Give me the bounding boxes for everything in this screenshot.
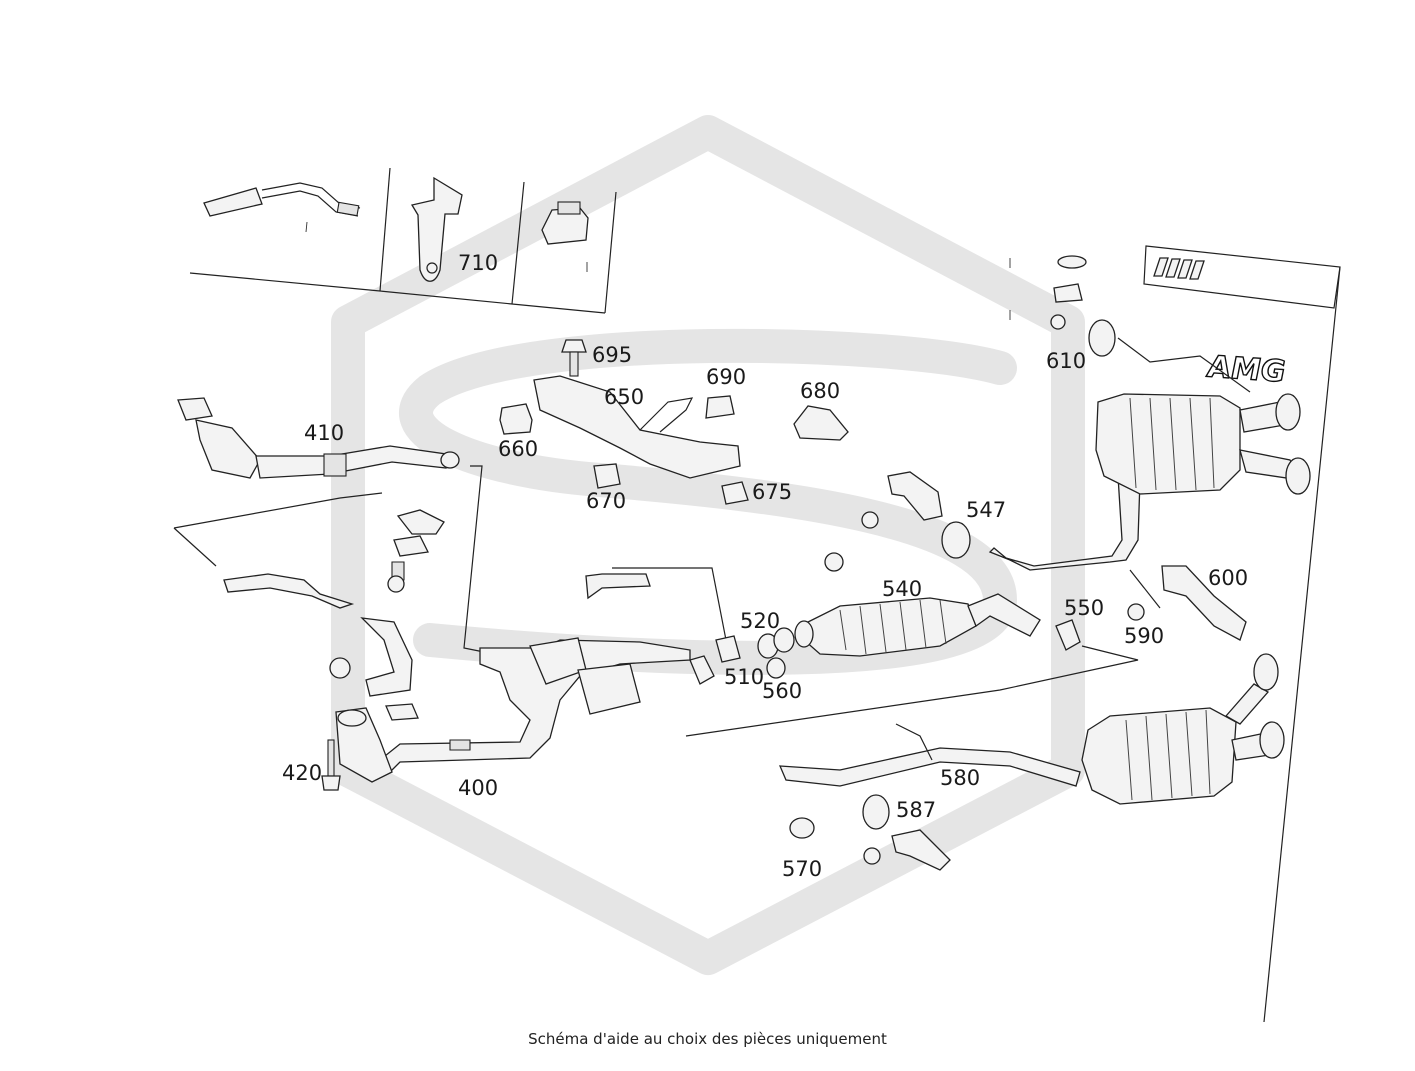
rear-silencer-lower: [1081, 653, 1285, 805]
part-label-587: 587: [896, 798, 936, 822]
part-label-680: 680: [800, 379, 840, 403]
part-label-600: 600: [1208, 566, 1248, 590]
y-pipe-with-catalysts: [321, 637, 715, 791]
heat-shield-bracket: [410, 176, 463, 282]
part-label-510: 510: [724, 665, 764, 689]
part-label-695: 695: [592, 343, 632, 367]
diagram-caption: Schéma d'aide au choix des pièces unique…: [528, 1030, 887, 1048]
part-label-650: 650: [604, 385, 644, 409]
part-label-580: 580: [940, 766, 980, 790]
top-inset-panels: [189, 167, 617, 314]
part-labels: 710 695 650 690 680 410 660 670 675 610 …: [282, 251, 1248, 881]
part-label-675: 675: [752, 480, 792, 504]
part-label-570: 570: [782, 857, 822, 881]
part-label-400: 400: [458, 776, 498, 800]
amg-logo-panel: AMG: [1143, 245, 1341, 391]
amg-logo-stripes: [1153, 257, 1205, 280]
part-label-710: 710: [458, 251, 498, 275]
rear-silencer-upper: [1050, 255, 1311, 495]
part-label-670: 670: [586, 489, 626, 513]
clamps-and-rings: [585, 573, 795, 679]
hangers: [789, 471, 1247, 871]
leader-lines: [173, 258, 1251, 737]
middle-silencer: [794, 552, 1041, 657]
part-label-660: 660: [498, 437, 538, 461]
retaining-clip: [541, 201, 589, 272]
part-label-547: 547: [966, 498, 1006, 522]
part-label-420: 420: [282, 761, 322, 785]
part-label-410: 410: [304, 421, 344, 445]
part-label-520: 520: [740, 609, 780, 633]
oxygen-sensor: [203, 182, 361, 233]
part-label-590: 590: [1124, 624, 1164, 648]
part-label-540: 540: [882, 577, 922, 601]
part-label-610: 610: [1046, 349, 1086, 373]
front-pipe-with-catalyst: [177, 397, 460, 479]
part-label-690: 690: [706, 365, 746, 389]
part-label-550: 550: [1064, 596, 1104, 620]
part-label-560: 560: [762, 679, 802, 703]
exhaust-hardware: [223, 339, 849, 721]
right-border-line: [1263, 266, 1341, 1023]
